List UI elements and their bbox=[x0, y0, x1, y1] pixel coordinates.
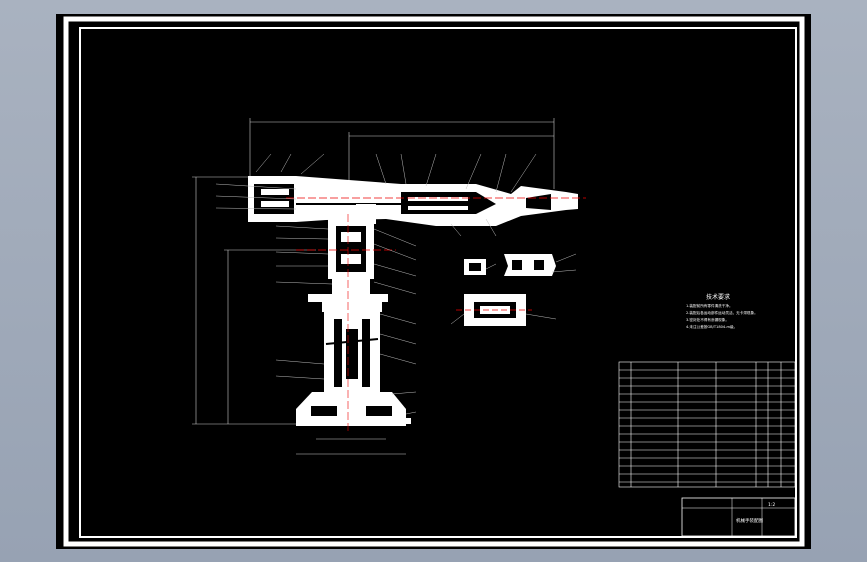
drawing-name: 机械手装配图 bbox=[736, 517, 763, 524]
note-2: 2.装配后各运动部件运动灵活，无卡滞现象。 bbox=[686, 310, 758, 315]
scale-value: 1:2 bbox=[768, 502, 775, 508]
leader-lines bbox=[215, 153, 537, 415]
technical-notes: 技术要求 1.装配前所有零件清洗干净。 2.装配后各运动部件运动灵活，无卡滞现象… bbox=[686, 293, 758, 329]
notes-title: 技术要求 bbox=[706, 293, 730, 301]
top-dimensions bbox=[192, 118, 555, 455]
note-4: 4.未注公差按GB/T1804-m级。 bbox=[686, 324, 737, 329]
inner-frame bbox=[79, 27, 797, 538]
cad-viewport[interactable]: 技术要求 1.装配前所有零件清洗干净。 2.装配后各运动部件运动灵活，无卡滞现象… bbox=[56, 14, 811, 549]
note-3: 3.密封处不得有渗漏现象。 bbox=[686, 317, 729, 322]
note-1: 1.装配前所有零件清洗干净。 bbox=[686, 303, 733, 308]
horizontal-arm bbox=[248, 176, 586, 226]
assembly-drawing: 技术要求 1.装配前所有零件清洗干净。 2.装配后各运动部件运动灵活，无卡滞现象… bbox=[63, 16, 805, 547]
detail-views bbox=[450, 253, 577, 326]
title-block: 机械手装配图 1:2 bbox=[681, 497, 796, 537]
outer-frame bbox=[63, 16, 805, 547]
vertical-column bbox=[296, 214, 411, 434]
parts-list bbox=[618, 361, 796, 488]
